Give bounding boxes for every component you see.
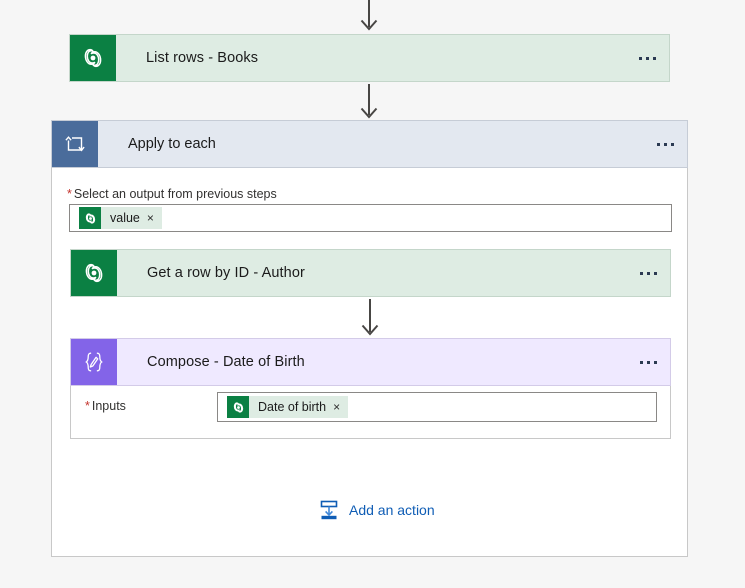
compose-parameters-panel: *Inputs Date of birth × (70, 386, 671, 439)
dynamic-token-value[interactable]: value × (79, 207, 162, 229)
action-card-list-rows-books[interactable]: List rows - Books (69, 34, 670, 82)
token-label: value (110, 211, 140, 225)
action-group-compose: Compose - Date of Birth *Inputs (70, 338, 671, 439)
more-commands-icon[interactable] (625, 35, 669, 81)
scope-apply-to-each: Apply to each *Select an output from pre… (51, 120, 688, 557)
more-commands-icon[interactable] (626, 250, 670, 296)
insert-action-icon (318, 499, 340, 521)
dynamic-token-date-of-birth[interactable]: Date of birth × (227, 396, 349, 418)
select-output-label: *Select an output from previous steps (67, 187, 277, 201)
field-label-text: Select an output from previous steps (73, 187, 277, 201)
dataverse-icon (70, 35, 116, 81)
add-an-action-button[interactable]: Add an action (318, 499, 435, 521)
action-card-title: Compose - Date of Birth (147, 354, 305, 370)
field-label-text: Inputs (91, 399, 126, 413)
action-card-compose-date-of-birth[interactable]: Compose - Date of Birth (70, 338, 671, 386)
loop-icon (52, 121, 98, 167)
more-commands-icon[interactable] (643, 121, 687, 167)
action-card-title: Get a row by ID - Author (147, 265, 305, 281)
dataverse-icon (227, 396, 249, 418)
action-card-get-a-row-by-id-author[interactable]: Get a row by ID - Author (70, 249, 671, 297)
token-label: Date of birth (258, 400, 327, 414)
action-card-title: List rows - Books (146, 50, 259, 66)
add-an-action-label: Add an action (349, 502, 435, 518)
token-remove-icon[interactable]: × (146, 211, 154, 225)
scope-header-apply-to-each[interactable]: Apply to each (51, 120, 688, 168)
compose-icon (71, 339, 117, 385)
dataverse-icon (71, 250, 117, 296)
inputs-label: *Inputs (85, 399, 126, 413)
connector-arrow-into-compose (358, 299, 382, 337)
connector-arrow-into-list-rows (357, 0, 381, 32)
required-marker: * (67, 187, 72, 201)
token-remove-icon[interactable]: × (333, 400, 341, 414)
dataverse-icon (79, 207, 101, 229)
required-marker: * (85, 399, 90, 413)
inputs-input[interactable]: Date of birth × (217, 392, 657, 422)
more-commands-icon[interactable] (626, 339, 670, 385)
scope-title: Apply to each (128, 136, 216, 152)
connector-arrow-into-apply-to-each (357, 84, 381, 120)
select-output-input[interactable]: value × (69, 204, 672, 232)
